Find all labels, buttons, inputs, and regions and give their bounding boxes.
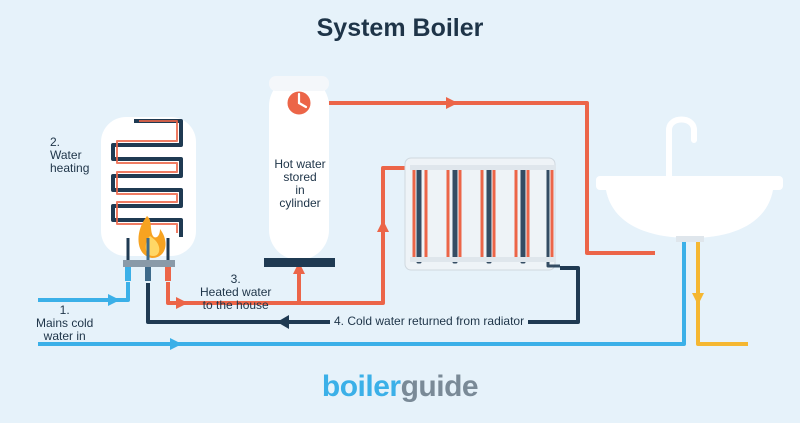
logo-part2: guide [400,370,479,403]
hot-arrow-right [176,297,188,309]
water-heating-step: 2. [50,135,61,149]
heated-water-line2: to the house [202,298,269,312]
boiler [101,117,196,281]
cold-return-label: 4. Cold water returned from radiator [330,315,529,328]
drain-arrow [692,293,704,305]
heated-water-step: 3. [230,272,241,286]
hot-water-stored-line2: stored [283,170,317,184]
water-heating-label: 2. Water heating [50,136,89,175]
mains-arrow-1 [108,294,120,306]
mains-cold-pipe [38,240,686,346]
cold-return-arrow [277,315,289,329]
heated-water-line1: Heated water [200,285,272,299]
hot-arrow-up-radiator [377,220,389,232]
page-title: System Boiler [316,14,484,42]
hot-water-stored-label: Hot water stored in cylinder [273,158,327,210]
radiator-icon [404,157,560,271]
mains-cold-label: 1. Mains cold water in [36,304,93,343]
water-heating-line2: heating [50,161,90,175]
thermostat-dial-icon [286,90,312,116]
hot-water-stored-line3: in cylinder [279,183,321,210]
hot-arrow-up-cylinder [293,262,305,274]
heated-water-label: 3. Heated water to the house [200,273,271,312]
water-heating-line1: Water [50,148,82,162]
mains-cold-line1: Mains cold [36,316,94,330]
sink-icon [596,116,783,242]
mains-arrow-2 [170,338,182,350]
mains-cold-line2: water in [43,329,86,343]
cold-return-pipe [146,266,580,324]
hot-arrow-top [446,97,458,109]
logo-part1: boiler [321,370,401,403]
boilerguide-logo: boilerguide [0,370,800,404]
drain-pipe [696,240,748,346]
hot-water-stored-line1: Hot water [274,157,326,171]
mains-cold-step: 1. [59,303,70,317]
hot-water-cylinder [264,76,335,267]
